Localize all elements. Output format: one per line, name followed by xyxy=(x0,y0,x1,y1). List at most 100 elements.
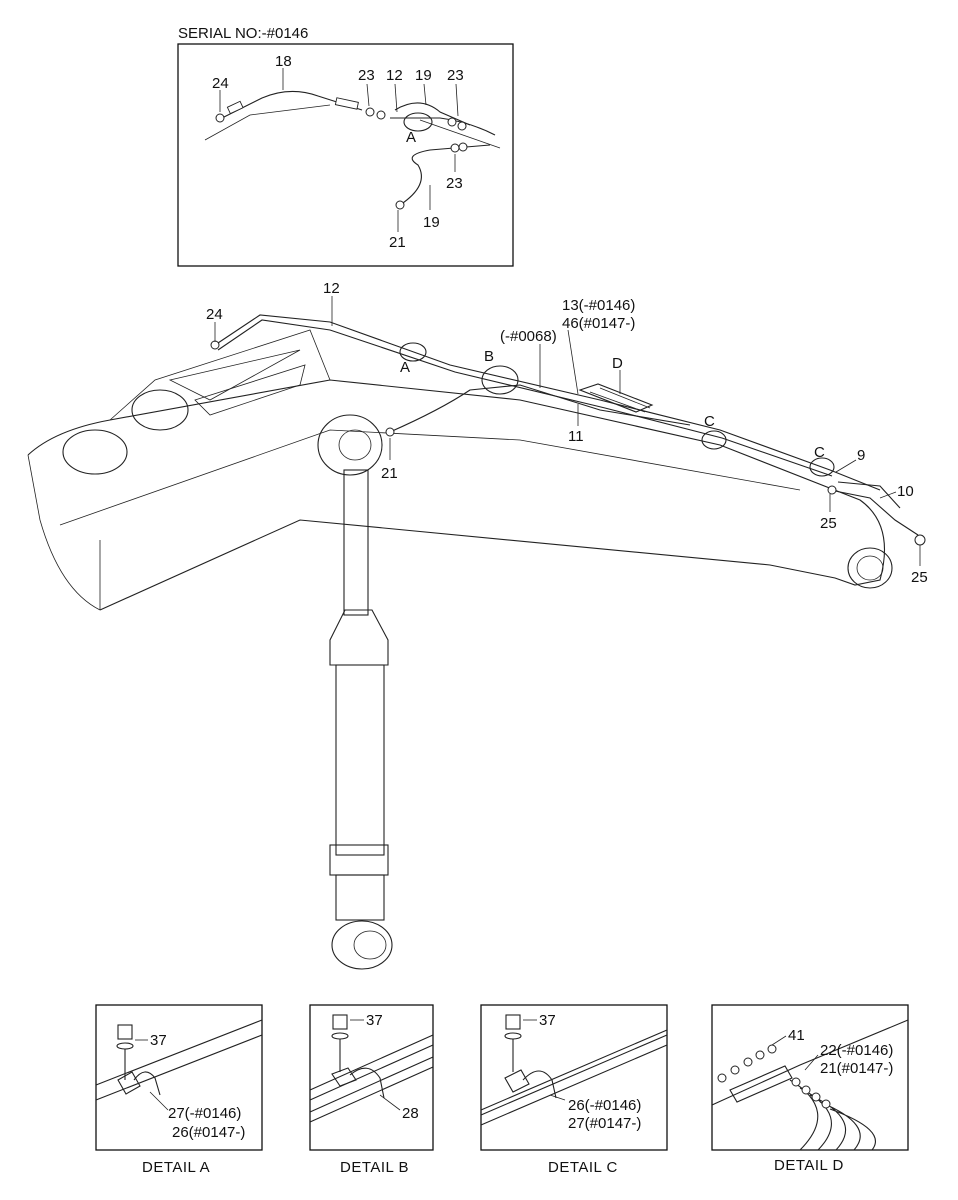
inset-nut-23c xyxy=(458,142,468,152)
detail-a-frame xyxy=(95,1004,263,1151)
arm-nose-bore xyxy=(856,555,884,581)
inset-nut-23 xyxy=(376,110,386,120)
part-label: D xyxy=(612,355,623,372)
leader xyxy=(366,83,370,107)
bolt-41 xyxy=(717,1073,727,1083)
boom-body-outline xyxy=(27,379,886,611)
part-label: C xyxy=(704,413,715,430)
inset-nut-24 xyxy=(215,113,225,123)
leader xyxy=(149,1091,169,1111)
part-label: 12 xyxy=(323,280,340,297)
detail-c-frame xyxy=(480,1004,668,1151)
inset-hose-18 xyxy=(221,90,363,119)
pipe-12b xyxy=(217,319,833,477)
pipe-12 xyxy=(214,314,881,491)
part-label: C xyxy=(814,444,825,461)
hose-to-cylinder xyxy=(389,384,691,433)
cylinder-head xyxy=(329,609,389,666)
leader xyxy=(379,1094,401,1111)
inset-hose-19 xyxy=(394,102,471,126)
boom-top-plate xyxy=(109,329,331,421)
part-label: 41 xyxy=(788,1027,805,1044)
part-label: 37 xyxy=(366,1012,383,1029)
washer xyxy=(331,1032,349,1040)
fitting xyxy=(791,1077,801,1087)
detail-b: 37 28 DETAIL B xyxy=(309,1004,434,1176)
inset-fitting xyxy=(334,97,359,110)
detail-c: 37 26(-#0146) 27(#0147-) DETAIL C xyxy=(480,1004,668,1176)
part-label: 23 xyxy=(446,175,463,192)
fitting xyxy=(821,1099,831,1109)
detail-b-pipes xyxy=(309,1034,434,1123)
detail-b-frame xyxy=(309,1004,434,1151)
part-label: A xyxy=(400,359,410,376)
clamp-a xyxy=(399,342,427,362)
part-label: 12 xyxy=(386,67,403,84)
cylinder-rod-eye xyxy=(317,414,383,476)
washer xyxy=(504,1032,522,1040)
detail-caption: DETAIL C xyxy=(548,1159,618,1176)
leader xyxy=(394,83,398,113)
part-label: 27(#0147-) xyxy=(568,1115,641,1132)
clamp-band xyxy=(522,1070,557,1099)
serial-inset: SERIAL NO:-#0146 24 18 xyxy=(177,25,514,267)
fitting-24 xyxy=(210,340,220,350)
cylinder-base xyxy=(335,874,385,921)
part-label: 19 xyxy=(415,67,432,84)
leader xyxy=(804,1054,819,1071)
bolt-41 xyxy=(755,1050,765,1060)
pipe-10 xyxy=(829,489,919,536)
boom-foot-pin xyxy=(62,429,128,475)
part-label: 26(#0147-) xyxy=(172,1124,245,1141)
fitting xyxy=(811,1092,821,1102)
part-label: 21 xyxy=(381,465,398,482)
part-label: 28 xyxy=(402,1105,419,1122)
detail-d-block xyxy=(729,1065,793,1103)
part-label: (-#0068) xyxy=(500,328,557,345)
detail-d: 41 22(-#0146) 21(#0147-) DETAIL D xyxy=(711,1004,909,1174)
bracket-2 xyxy=(194,364,306,416)
leader xyxy=(771,1035,787,1046)
cylinder-clamp xyxy=(329,844,389,876)
part-label: 9 xyxy=(857,447,865,464)
clamp-b xyxy=(481,365,519,395)
detail-c-pipes xyxy=(480,1029,668,1126)
inset-hose-19-lower xyxy=(399,144,491,206)
bracket xyxy=(168,349,301,401)
boom-panel-line xyxy=(59,429,801,526)
inset-clamp-a xyxy=(403,112,433,132)
part-label: 21(#0147-) xyxy=(820,1060,893,1077)
clamp-band xyxy=(349,1067,385,1099)
part-label: 19 xyxy=(423,214,440,231)
block-d-lines xyxy=(589,387,651,413)
part-label: 18 xyxy=(275,53,292,70)
clamp-base xyxy=(331,1067,357,1087)
bolt-head xyxy=(332,1014,348,1030)
part-label: 25 xyxy=(820,515,837,532)
detail-d-boom-edge xyxy=(711,1019,909,1106)
inset-title: SERIAL NO:-#0146 xyxy=(178,25,308,42)
bolt-head xyxy=(505,1014,521,1030)
inset-nut-23b xyxy=(447,117,457,127)
part-label: B xyxy=(484,348,494,365)
leader xyxy=(423,83,427,106)
detail-caption: DETAIL B xyxy=(340,1159,409,1176)
part-label: 37 xyxy=(150,1032,167,1049)
detail-d-frame xyxy=(711,1004,909,1151)
bolt-41 xyxy=(743,1057,753,1067)
part-label: 24 xyxy=(212,75,229,92)
cylinder-barrel xyxy=(335,664,385,856)
part-label: 37 xyxy=(539,1012,556,1029)
part-label: A xyxy=(406,129,416,146)
inset-nut-23 xyxy=(365,107,375,117)
cylinder-eye-bore xyxy=(338,429,372,461)
boom-pivot-boss xyxy=(131,389,189,431)
part-label: 13(-#0146) xyxy=(562,297,635,314)
part-label: 21 xyxy=(389,234,406,251)
inset-fitting xyxy=(226,100,244,115)
part-label: 46(#0147-) xyxy=(562,315,635,332)
fitting-21 xyxy=(385,427,395,437)
part-label: 23 xyxy=(358,67,375,84)
clamp-c1 xyxy=(701,430,727,450)
part-label: 25 xyxy=(911,569,928,586)
